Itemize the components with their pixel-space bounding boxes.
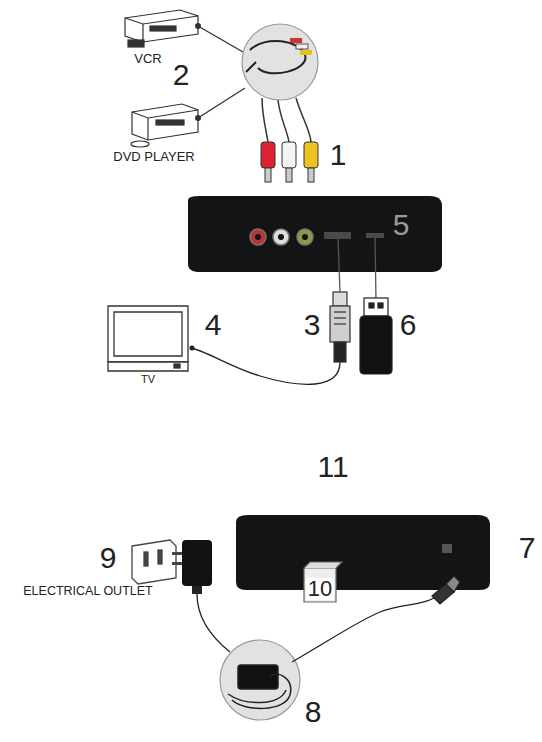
callout-number: 4 xyxy=(205,310,222,340)
device-label: VCR xyxy=(134,52,161,65)
tv-icon xyxy=(108,306,188,371)
power-cable xyxy=(292,598,434,662)
electrical-outlet xyxy=(132,540,176,584)
rca-cable-coil xyxy=(246,38,312,73)
callout-number: 1 xyxy=(330,140,347,170)
device-label: ELECTRICAL OUTLET xyxy=(23,585,152,598)
usb-stick xyxy=(360,298,392,374)
rca-wires xyxy=(262,98,311,142)
av-jacks xyxy=(250,229,384,245)
converter-box xyxy=(188,196,442,272)
coax-cable xyxy=(190,348,340,384)
dc-plug xyxy=(432,576,460,604)
rca-plugs xyxy=(261,142,318,182)
coax-plug xyxy=(330,292,350,362)
callout-number: 10 xyxy=(306,578,334,600)
power-port xyxy=(442,544,452,553)
callout-number: 7 xyxy=(519,533,536,563)
power-adapter xyxy=(172,540,212,594)
dot xyxy=(195,23,201,29)
callout-number: 2 xyxy=(173,60,190,90)
leader-line xyxy=(198,26,243,52)
callout-number: 6 xyxy=(400,310,417,340)
callout-number: 8 xyxy=(305,697,322,727)
callout-number: 3 xyxy=(304,310,321,340)
device-label: TV xyxy=(141,374,155,385)
adapter-coil xyxy=(228,665,291,708)
dot xyxy=(190,346,195,351)
leader-line xyxy=(375,238,376,300)
dot xyxy=(195,115,201,121)
callout-number: 11 xyxy=(317,452,348,482)
callout-number: 9 xyxy=(100,543,117,573)
leader-line xyxy=(198,88,245,118)
stand xyxy=(304,562,342,602)
cable-inset xyxy=(242,24,318,100)
leader-line xyxy=(338,239,340,292)
power-cable xyxy=(197,594,230,652)
adapter-inset xyxy=(220,640,300,720)
callout-number: 5 xyxy=(393,210,410,240)
vcr-icon xyxy=(125,10,198,47)
device-label: DVD PLAYER xyxy=(113,150,194,163)
dvd-icon xyxy=(131,104,198,147)
